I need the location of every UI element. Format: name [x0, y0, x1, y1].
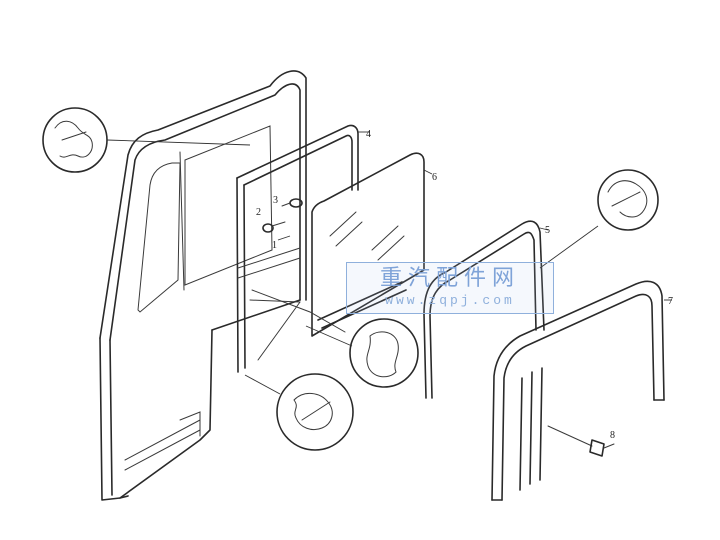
- watermark-url: www.zqpj.com: [385, 293, 515, 308]
- callout-4: 4: [366, 129, 371, 140]
- callout-5: 5: [545, 225, 550, 236]
- callout-1: 1: [272, 240, 277, 251]
- watermark-box: 重汽配件网 www.zqpj.com: [346, 262, 554, 314]
- part-7-weatherstrip: [491, 280, 672, 501]
- callout-6: 6: [432, 172, 437, 183]
- detail-circle-lower-middle: [305, 318, 419, 388]
- watermark-title: 重汽配件网: [379, 266, 520, 291]
- part-8-bolt: [547, 425, 615, 457]
- part-5-glass-run: [423, 220, 549, 399]
- callout-7: 7: [668, 296, 673, 307]
- detail-circle-right: [539, 169, 659, 269]
- part-4-window-run: [236, 124, 370, 373]
- fastener-parts: [262, 198, 303, 241]
- callout-3: 3: [273, 195, 278, 206]
- detail-circle-top-left: [42, 107, 251, 173]
- door-body: [99, 70, 307, 501]
- part-6-glass: [311, 152, 433, 337]
- callout-8: 8: [610, 430, 615, 441]
- detail-circle-bottom: [244, 373, 354, 451]
- callout-2: 2: [256, 207, 261, 218]
- lower-glass-channel: [249, 281, 407, 361]
